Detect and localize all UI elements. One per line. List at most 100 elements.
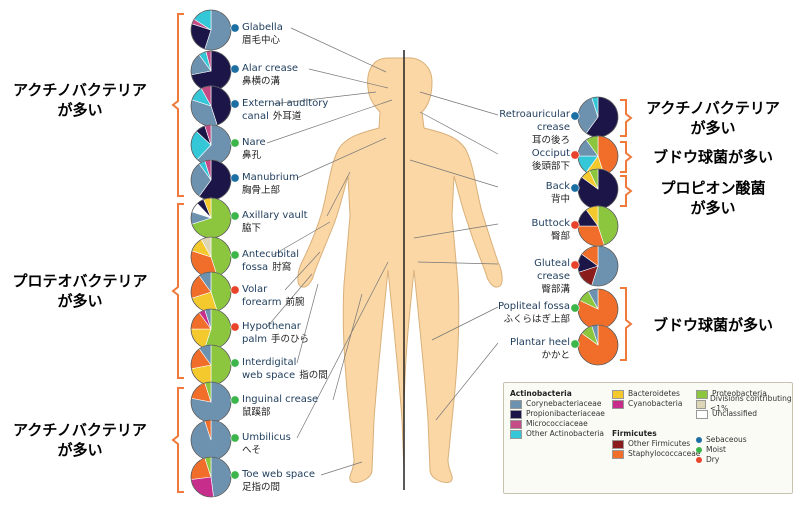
pie-slice-proteobacteria <box>210 344 232 386</box>
site-inguinal-crease-pie <box>190 381 232 423</box>
legend-dot <box>696 457 702 463</box>
site-alar-crease-pie <box>190 50 232 92</box>
site-name-ja: 脇下 <box>242 223 262 234</box>
site-name-en: Glabella <box>242 22 283 33</box>
site-buttock-pie <box>577 205 619 247</box>
left-group-label: アクチノバクテリア が多い <box>13 421 147 459</box>
site-type-dot-dry <box>230 285 240 295</box>
site-name-ja: 臀部溝 <box>541 284 570 295</box>
right-group-label: ブドウ球菌が多い <box>652 148 773 166</box>
site-name-en: Umbilicus <box>242 432 291 443</box>
site-name-en: Popliteal fossa <box>497 301 570 312</box>
right-bracket <box>620 99 633 137</box>
site-type-dot-moist <box>230 211 240 221</box>
legend-dot <box>696 437 702 443</box>
site-name-en: Axillary vault <box>242 210 308 221</box>
leader-line <box>431 306 499 341</box>
legend-dot <box>696 447 702 453</box>
site-name-ja: 外耳道 <box>272 111 302 122</box>
site-type-dot-dry <box>570 150 580 160</box>
site-interdigital-web-space-pie <box>190 344 232 386</box>
site-name-en: Toe web space <box>242 469 316 480</box>
legend-label: Micrococciaceae <box>526 419 588 428</box>
legend-item: Micrococciaceae <box>510 419 605 429</box>
site-type-dot-moist <box>230 358 240 368</box>
legend-item: Propionibacteriaceae <box>510 409 605 419</box>
legend-label: Divisions contributing <1% <box>710 394 792 413</box>
site-name-ja: ふくらはぎ上部 <box>503 314 570 325</box>
leader-line <box>284 251 321 291</box>
legend-label: Bacteroidetes <box>628 389 680 398</box>
legend-label: Other Actinobacteria <box>526 429 604 438</box>
site-name-en: Buttock <box>531 218 570 229</box>
site-name-en: Volar forearm <box>242 284 282 308</box>
back-body <box>403 57 503 483</box>
legend-swatch <box>612 389 624 399</box>
legend-item: Other Firmicutes <box>612 439 700 449</box>
leader-line <box>266 99 393 144</box>
legend-item: Unclassified <box>696 409 792 419</box>
legend-swatch <box>612 399 624 409</box>
site-nare-pie <box>190 124 232 166</box>
legend-item: Dry <box>696 455 747 465</box>
site-type-dot-moist <box>570 303 580 313</box>
site-name-en: Manubrium <box>242 172 299 183</box>
right-bracket <box>620 287 633 361</box>
leader-line <box>435 342 499 421</box>
site-back-pie <box>577 168 619 210</box>
site-name-en: Interdigital web space <box>242 357 297 381</box>
legend-item: Corynebacteriaceae <box>510 399 605 409</box>
orange-brackets <box>171 13 633 493</box>
legend-swatch <box>510 399 522 409</box>
site-name-ja: 前腕 <box>285 297 305 308</box>
left-bracket <box>171 387 184 493</box>
leader-line <box>296 283 319 364</box>
legend-label: Other Firmicutes <box>628 439 691 448</box>
legend-item: Moist <box>696 445 747 455</box>
right-group-label: プロピオン酸菌 が多い <box>660 179 766 217</box>
site-type-dot-moist <box>570 339 580 349</box>
leader-line <box>413 223 499 239</box>
left-bracket <box>171 13 184 197</box>
site-glabella-pie <box>190 9 232 51</box>
site-name-ja: 指の間 <box>299 370 328 381</box>
legend-swatch <box>612 449 624 459</box>
left-bracket <box>171 203 184 379</box>
legend-item: Bacteroidetes <box>612 389 682 399</box>
right-bracket <box>620 175 633 207</box>
site-label-popliteal-fossa: Popliteal fossa ふくらはぎ上部 <box>498 300 570 326</box>
site-type-dot-sebaceous <box>230 64 240 74</box>
site-antecubital-fossa-pie <box>190 236 232 278</box>
site-plantar-heel-pie <box>577 324 619 366</box>
leader-line <box>272 221 331 256</box>
site-name-ja: 胸骨上部 <box>242 185 281 196</box>
right-bracket <box>620 141 633 173</box>
legend-label: Staphylococcaceae <box>628 449 701 458</box>
legend-item: Staphylococcaceae <box>612 449 700 459</box>
legend-swatch <box>696 399 707 409</box>
leader-line <box>296 261 389 439</box>
site-type-dot-sebaceous <box>570 183 580 193</box>
site-volar-forearm-pie <box>190 271 232 313</box>
site-name-ja: 鼻孔 <box>242 150 262 161</box>
site-popliteal-fossa-pie <box>577 288 619 330</box>
site-name-ja: 鼠蹊部 <box>242 407 271 418</box>
site-label-axillary-vault: Axillary vault 脇下 <box>242 209 308 235</box>
legend-label: Sebaceous <box>706 435 747 444</box>
site-name-en: Alar crease <box>242 63 299 74</box>
pie-slice-cyanobacteria <box>190 476 214 498</box>
site-toe-web-space-pie <box>190 456 232 498</box>
